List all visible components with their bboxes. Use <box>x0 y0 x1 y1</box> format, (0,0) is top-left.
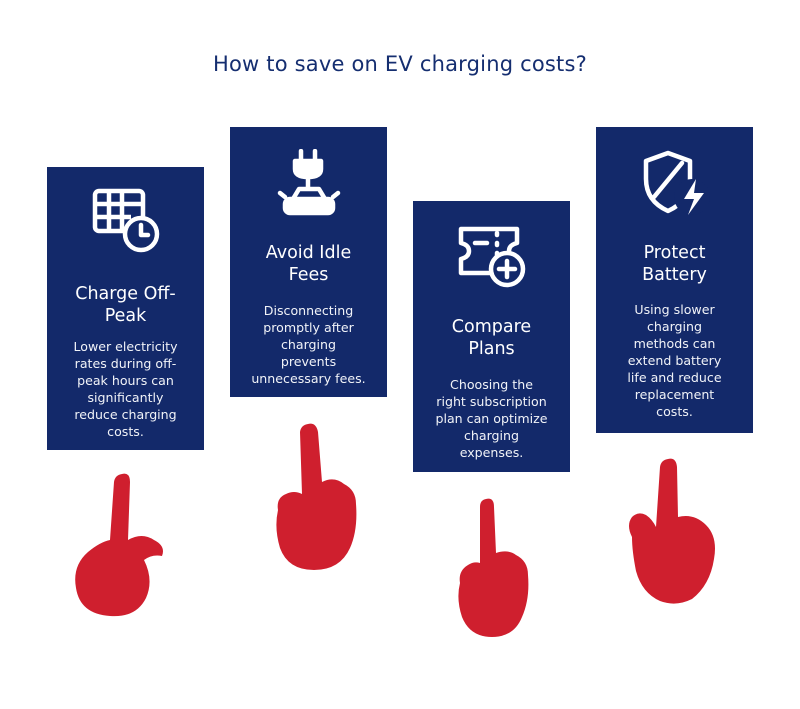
pointing-hand-icon <box>458 498 529 637</box>
pointing-hand-icon <box>276 423 357 570</box>
pointing-hand-icon <box>629 458 715 604</box>
page-title: How to save on EV charging costs? <box>213 52 587 76</box>
card-description: Disconnecting promptly after charging pr… <box>251 303 366 386</box>
card-description: Choosing the right subscription plan can… <box>435 377 548 460</box>
shield-bolt-icon <box>596 149 753 219</box>
card-description: Lower electricity rates during off- peak… <box>73 339 178 439</box>
card-description: Using slower charging methods can extend… <box>627 302 722 419</box>
calendar-clock-icon <box>47 187 204 253</box>
pointing-hand-icon <box>75 473 163 617</box>
card-heading: Charge Off-Peak <box>75 284 176 326</box>
card-charge-off-peak: Charge Off-Peak Lower electricity rates … <box>47 167 204 450</box>
ticket-plus-icon <box>413 221 570 291</box>
plug-car-icon <box>230 149 387 219</box>
